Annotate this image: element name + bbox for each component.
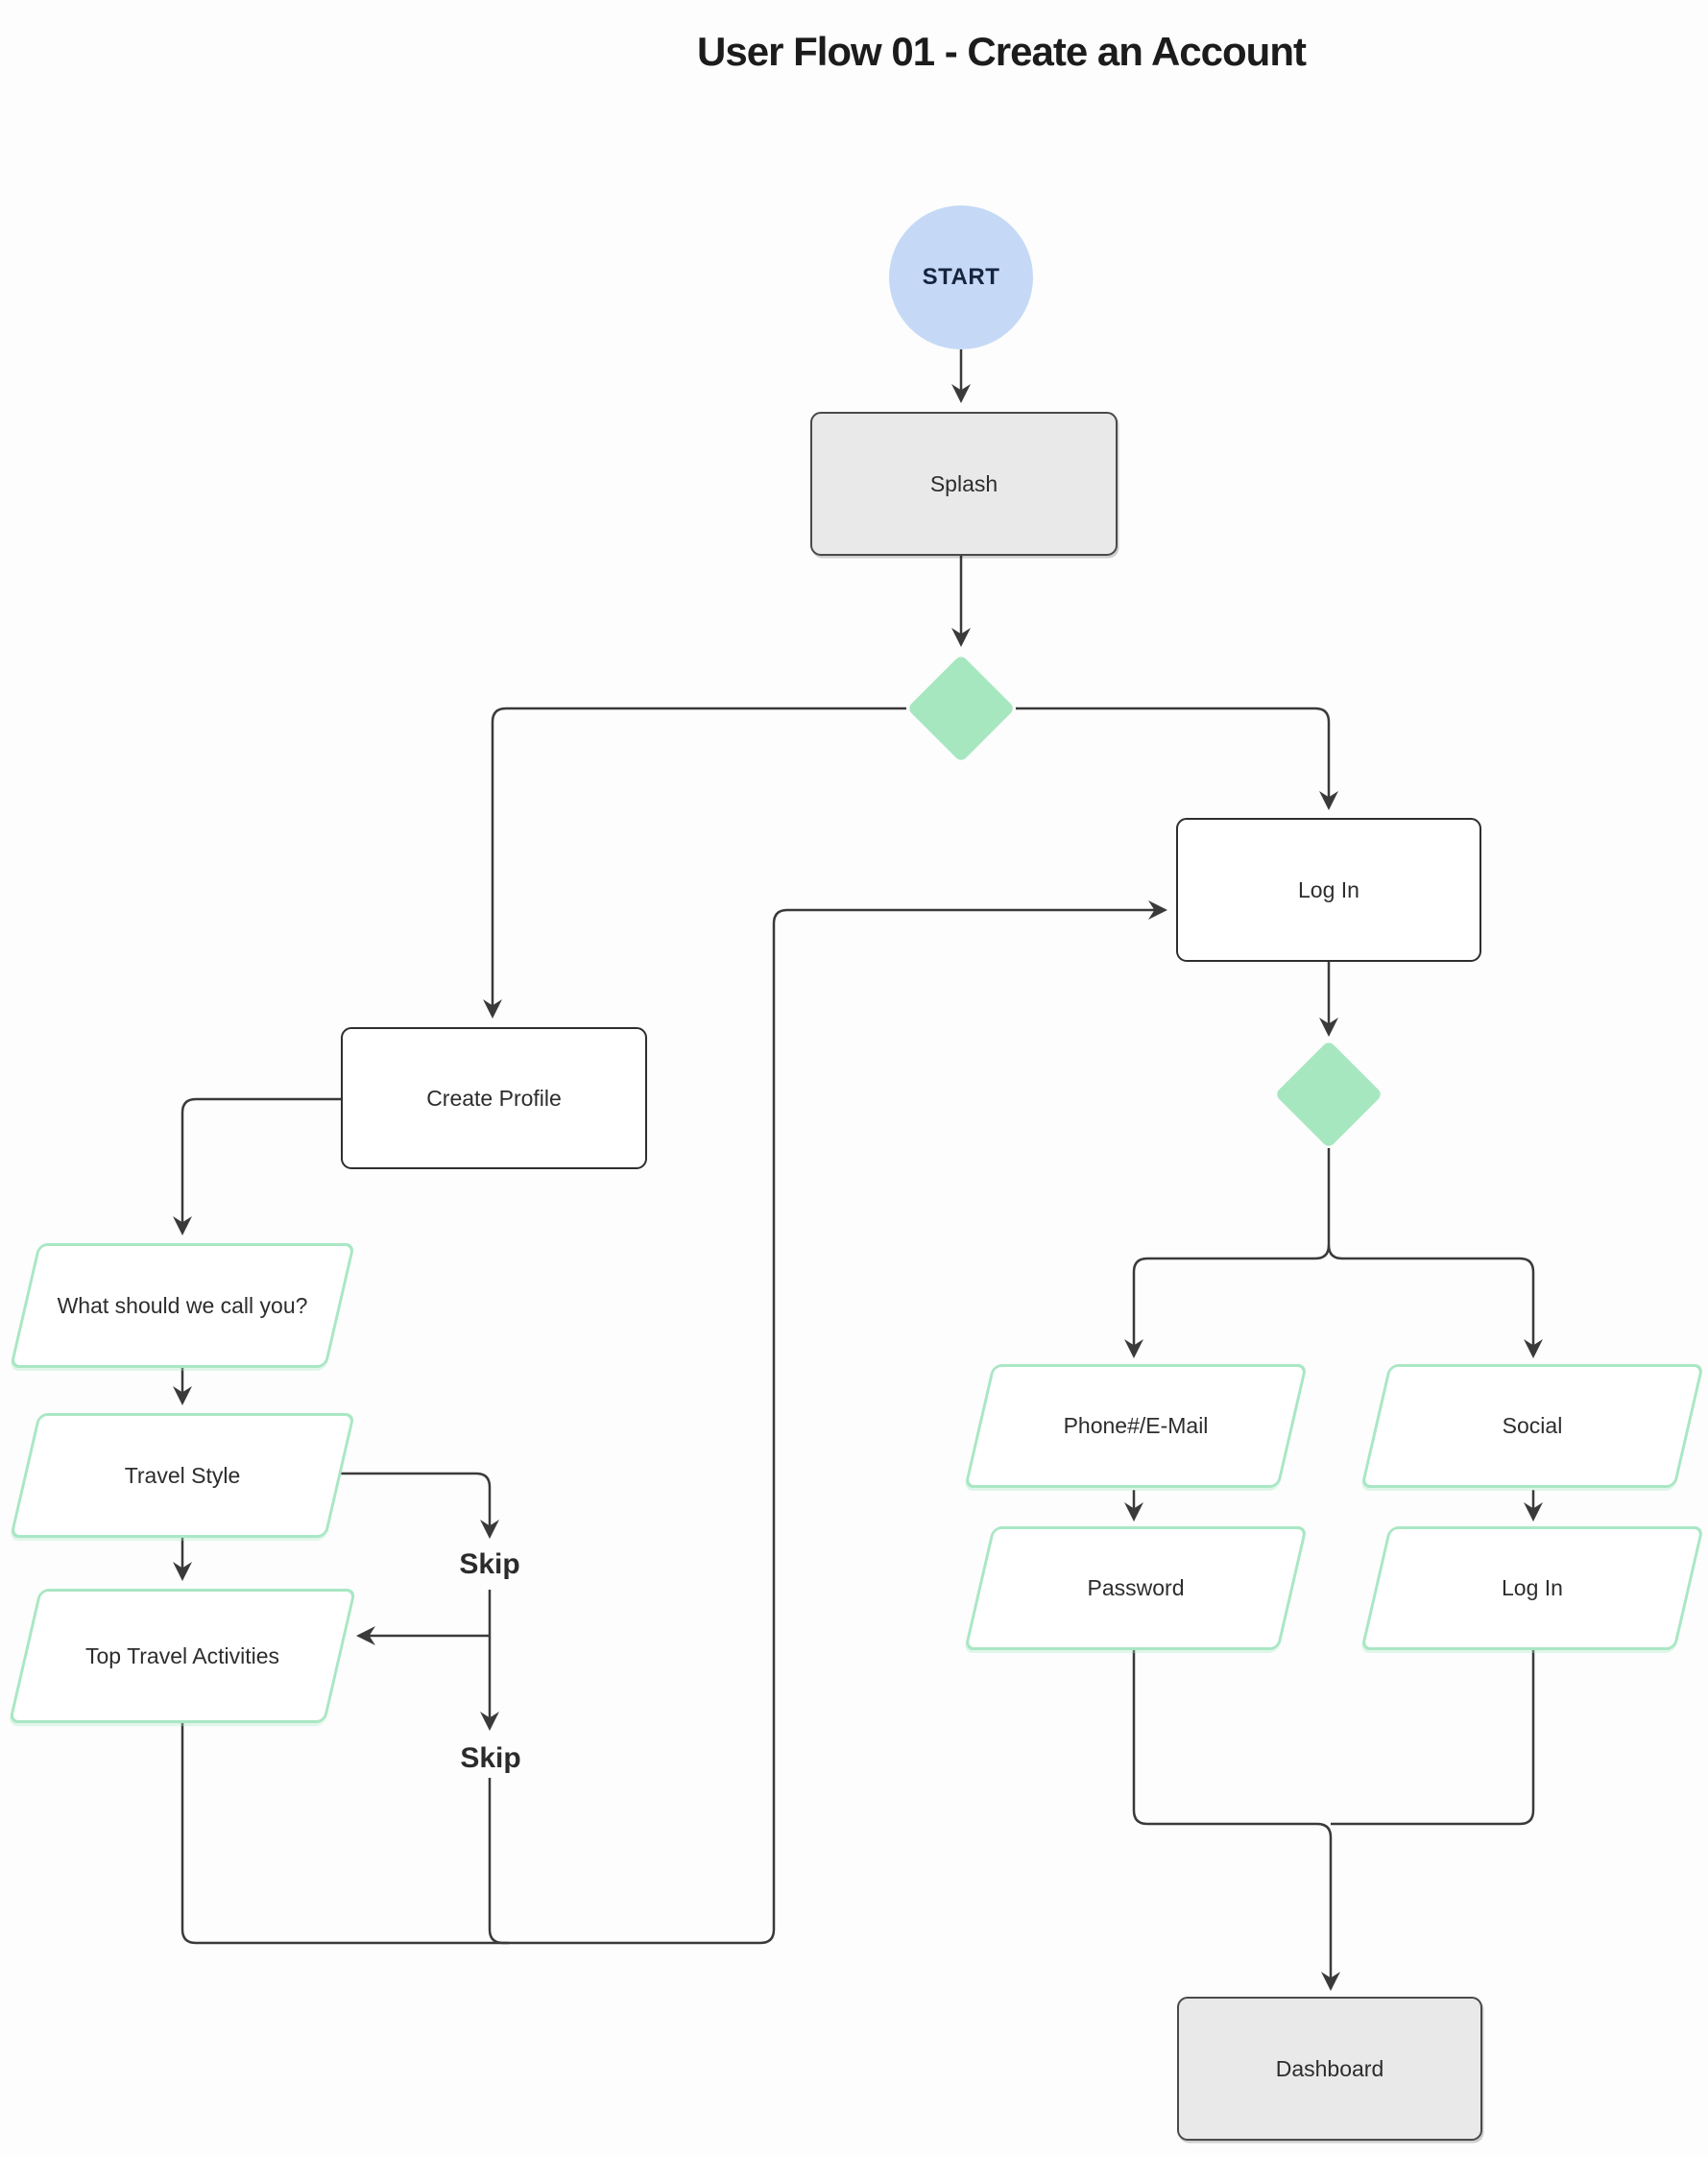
node-top-travel-activities: Top Travel Activities <box>8 1589 357 1723</box>
node-splash: Splash <box>810 412 1118 556</box>
node-what-call-you-label: What should we call you? <box>57 1292 308 1318</box>
edge-label-skip-1: Skip <box>427 1548 552 1580</box>
node-splash-label: Splash <box>929 470 998 496</box>
connector-password-to-dashboard <box>1132 1650 1340 1991</box>
node-start: START <box>889 205 1033 349</box>
node-travel-style-label: Travel Style <box>124 1462 241 1488</box>
node-dashboard: Dashboard <box>1177 1997 1482 2141</box>
connector-decision1-to-create-profile <box>483 707 906 1019</box>
node-password: Password <box>964 1526 1308 1650</box>
connector-skip2-to-login <box>488 900 1167 1945</box>
node-social: Social <box>1360 1364 1704 1488</box>
connector-social-login-to-merge <box>1331 1650 1535 1826</box>
node-dashboard-label: Dashboard <box>1275 2055 1384 2081</box>
connector-decision2-to-social <box>1327 1244 1543 1358</box>
node-top-travel-activities-label: Top Travel Activities <box>85 1642 279 1668</box>
node-phone-email: Phone#/E-Mail <box>964 1364 1308 1488</box>
connector-create-profile-to-what-call-you <box>173 1097 341 1235</box>
connector-decision2-to-phone-email <box>1124 1148 1331 1358</box>
node-password-label: Password <box>1087 1575 1185 1600</box>
node-create-profile-label: Create Profile <box>426 1085 562 1111</box>
connector-travel-style-to-skip1 <box>338 1472 499 1539</box>
node-social-login-label: Log In <box>1502 1575 1563 1600</box>
connector-decision1-to-login <box>1016 707 1338 810</box>
node-social-login: Log In <box>1360 1526 1704 1650</box>
node-phone-email-label: Phone#/E-Mail <box>1063 1413 1209 1438</box>
node-travel-style: Travel Style <box>9 1413 356 1538</box>
node-create-profile: Create Profile <box>341 1027 647 1169</box>
node-login-label: Log In <box>1298 876 1359 902</box>
page-title: User Flow 01 - Create an Account <box>697 29 1307 74</box>
node-login: Log In <box>1176 818 1481 962</box>
edge-label-skip-2: Skip <box>428 1742 553 1774</box>
node-what-call-you: What should we call you? <box>9 1243 356 1368</box>
node-start-label: START <box>922 264 1000 290</box>
node-social-label: Social <box>1502 1413 1563 1438</box>
connector-top-activities-to-join <box>180 1723 509 1945</box>
